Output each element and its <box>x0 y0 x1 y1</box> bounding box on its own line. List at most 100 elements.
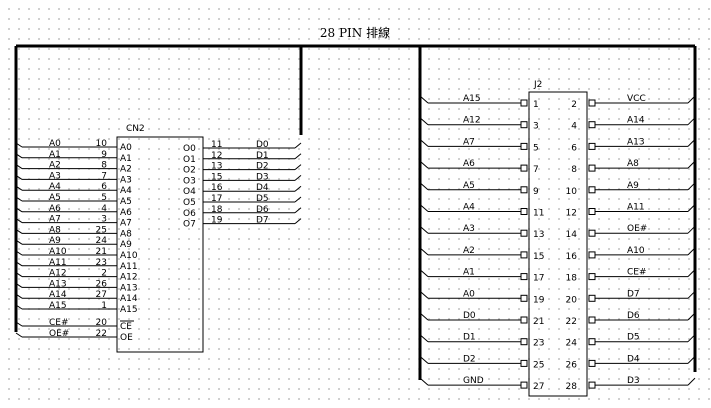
cn2-bus-entry <box>15 218 23 224</box>
j2-pin-marker <box>520 164 528 172</box>
j2-pin-marker <box>520 208 528 215</box>
j2-left-net-label: D0 <box>463 311 476 321</box>
j2-left-pin-number: 1 <box>533 100 539 110</box>
bus-title: 28 PIN 排線 <box>319 26 391 40</box>
j2-bus-entry <box>687 139 696 147</box>
cn2-bus-entry <box>15 174 23 180</box>
j2-bus-entry <box>419 290 429 299</box>
cn2-pin-name: A10 <box>120 251 138 261</box>
j2-left-net-label: GND <box>463 376 484 386</box>
j2-pin-marker <box>520 251 528 259</box>
j2-pin-marker <box>588 273 596 281</box>
j2-right-pin-number: 14 <box>566 230 578 240</box>
j2-ref-label: J2 <box>534 80 543 90</box>
j2-right-pins: 2VCC4A146A138A810A912A1114OE#16A1018CE#2… <box>566 94 696 392</box>
j2-right-pin-number: 6 <box>571 143 577 153</box>
cn2-net-label: D2 <box>256 162 269 172</box>
cn2-net-label: A4 <box>49 182 61 192</box>
cn2-bus-entry <box>15 293 23 299</box>
j2-bus-entry <box>419 312 429 321</box>
j2-pin-marker <box>520 229 528 237</box>
j2-pin-marker <box>520 316 528 324</box>
j2-right-net-label: OE# <box>627 224 647 234</box>
cn2-net-label: A9 <box>49 236 61 246</box>
j2-right-net-label: A11 <box>627 203 645 213</box>
cn2-pin-name: A8 <box>120 229 132 239</box>
j2-pin-marker <box>588 142 596 150</box>
cn2-bus-entry <box>15 261 23 267</box>
cn2-bus-entry <box>294 175 302 181</box>
j2-right-net-label: VCC <box>627 94 646 104</box>
cn2-output-name: O5 <box>183 198 196 208</box>
j2-left-net-label: A15 <box>463 94 481 104</box>
j2-bus-entry <box>687 160 696 169</box>
j2-bus-entry <box>687 204 696 212</box>
cn2-net-label: A5 <box>49 193 61 203</box>
cn2-bus-entry <box>15 282 23 288</box>
cn2-bus-entry <box>15 207 23 213</box>
j2-bus-entry <box>687 117 696 126</box>
cn2-net-label: D1 <box>256 151 269 161</box>
j2-bus-entry <box>419 117 429 126</box>
j2-right-pin-number: 2 <box>571 100 577 110</box>
j2-left-pin-number: 7 <box>533 165 539 175</box>
j2-left-pin-number: 27 <box>533 382 544 392</box>
j2-pin-marker <box>588 208 596 215</box>
cn2-pin-number: 11 <box>211 140 222 150</box>
j2-right-pin-number: 12 <box>566 209 577 219</box>
j2-left-net-label: A6 <box>463 159 475 169</box>
j2-right-pin-number: 22 <box>566 317 577 327</box>
cn2-net-label: D3 <box>256 172 269 182</box>
cn2-output-name: O4 <box>183 187 196 197</box>
j2-left-pin-number: 25 <box>533 360 544 370</box>
cn2-pin-name: A11 <box>120 262 138 272</box>
j2-pin-marker <box>588 186 596 194</box>
cn2-output-name: O2 <box>183 166 196 176</box>
j2-right-net-label: A8 <box>627 159 639 169</box>
j2-right-net-label: A14 <box>627 116 645 126</box>
cn2-net-label: A14 <box>49 290 67 300</box>
cn2-pin-number: 1 <box>101 301 107 311</box>
j2-bus-entry <box>419 356 429 364</box>
j2-pin-marker <box>520 338 528 346</box>
j2-bus-entry <box>419 204 429 212</box>
cn2-net-label: D5 <box>256 194 269 204</box>
cn2-bus-entry <box>15 196 23 202</box>
cn2-pin-number: 25 <box>96 225 107 235</box>
cn2-net-label: D7 <box>256 216 269 226</box>
j2-left-net-label: A4 <box>463 203 475 213</box>
j2-left-pin-number: 17 <box>533 274 544 284</box>
j2-pin-marker <box>588 316 596 324</box>
j2-pin-marker <box>520 273 528 281</box>
j2-left-net-label: A7 <box>463 137 475 147</box>
j2-left-pin-number: 23 <box>533 339 544 349</box>
j2-bus-entry <box>419 225 429 234</box>
j2-pin-marker <box>520 381 528 389</box>
cn2-pin-name: A2 <box>120 165 132 175</box>
j2-left-net-label: A2 <box>463 246 475 256</box>
j2-pin-marker <box>588 338 596 346</box>
cn2-pin-name: A13 <box>120 283 138 293</box>
j2-bus-entry <box>687 225 696 234</box>
j2-right-pin-number: 18 <box>566 274 578 284</box>
j2-bus-entry <box>687 334 696 343</box>
cn2-net-label: A15 <box>49 301 67 311</box>
j2-left-pin-number: 5 <box>533 143 539 153</box>
cn2-pin-number: 8 <box>101 161 107 171</box>
j2-pin-marker <box>520 121 528 129</box>
cn2-bus-entry <box>294 153 302 160</box>
cn2-bus-entry <box>15 272 23 278</box>
cn2-pin-number: 27 <box>96 290 107 300</box>
j2-pin-marker <box>520 186 528 194</box>
j2-pin-marker <box>588 99 596 107</box>
cn2-pin-name: A12 <box>120 273 138 283</box>
j2-pin-marker <box>588 164 596 172</box>
cn2-pin-number: 20 <box>96 318 108 328</box>
j2-left-pin-number: 21 <box>533 317 544 327</box>
j2-right-net-label: A10 <box>627 246 645 256</box>
j2-bus-entry <box>687 182 696 191</box>
j2-right-pin-number: 10 <box>566 187 578 197</box>
j2-pin-marker <box>520 99 528 107</box>
j2-left-net-label: A12 <box>463 116 481 126</box>
